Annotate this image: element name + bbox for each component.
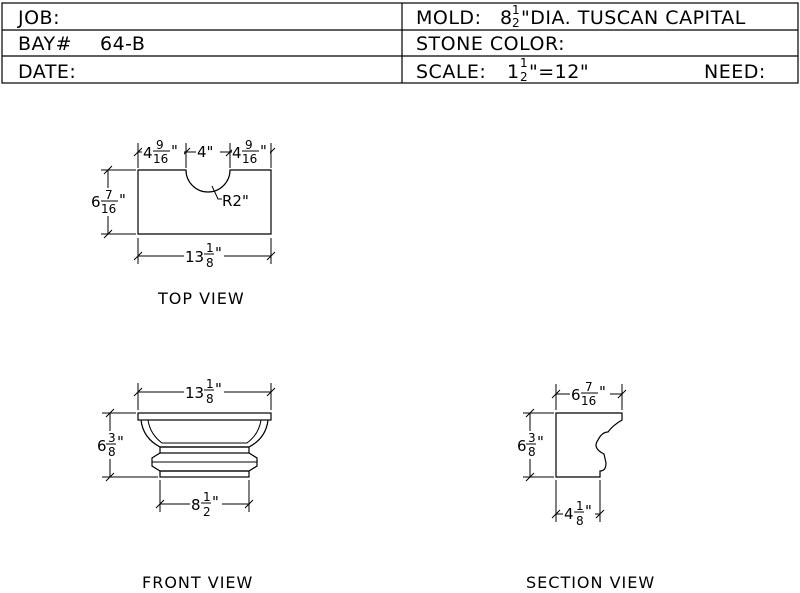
scale-frac-den: 2 [520,70,528,84]
section-bottom-num: 1 [576,499,584,513]
top-dim-right-num: 9 [245,138,253,152]
dim-mask [190,490,222,518]
top-width-den: 8 [206,256,214,270]
front-height-num: 3 [108,431,116,445]
front-echinus-inner [147,419,262,444]
scale-whole: 1 [507,61,520,83]
top-width-whole: 13 [185,248,204,266]
top-view-outline [137,169,272,235]
dim-mask [516,431,546,459]
front-width-den: 8 [206,392,214,406]
top-height-den: 16 [101,202,116,216]
scale-frac-num: 1 [520,56,528,70]
top-height-ticks [103,165,113,239]
front-width-ticks [133,387,276,397]
front-abacus [137,412,272,421]
section-top-whole: 6 [571,386,581,404]
top-dim-ticks [133,147,276,157]
front-height-whole: 6 [97,437,107,455]
front-width-whole: 13 [185,384,204,402]
section-height-num: 3 [528,431,536,445]
top-view: 4 9 16 " 4" 4 9 16 " 6 7 16 " R2" 13 1 [90,138,276,308]
dim-mask [570,380,610,408]
top-radius: R2" [222,192,249,210]
section-top-num: 7 [585,380,593,394]
section-height-inch: " [537,433,544,451]
section-top-den: 16 [581,394,596,408]
bay-value: 64-B [100,33,145,55]
front-view: 13 1 8 " 6 3 8 " 8 1 2 " FRONT VIEW [96,377,276,592]
section-bottom-inch: " [585,502,592,520]
mold-frac-den: 2 [512,16,520,30]
top-height-whole: 6 [91,193,101,211]
section-bottom-ticks [551,509,605,519]
dim-mask [196,140,220,160]
front-height-inch: " [117,433,124,451]
mold-frac-num: 1 [512,3,520,17]
front-height-ticks [105,408,115,482]
top-width-num: 1 [206,241,214,255]
front-width-num: 1 [206,377,214,391]
title-block: JOB: BAY# 64-B DATE: MOLD: 8 1 2 "DIA. T… [1,2,799,84]
dim-mask [184,378,224,406]
scale-rest: "=12" [529,61,589,83]
top-dim-left-num: 9 [156,138,164,152]
front-view-label: FRONT VIEW [142,573,253,592]
top-dim-left-inch: " [171,142,178,160]
radius-leader [211,185,222,200]
front-fillet [159,446,250,454]
dim-mask [563,500,595,528]
date-label: DATE: [18,61,76,83]
section-height-den: 8 [528,445,536,459]
section-height-ticks [525,408,535,482]
bay-label: BAY# [18,33,72,55]
section-top-inch: " [599,383,606,401]
front-base-num: 1 [203,490,211,504]
mold-label: MOLD: [416,7,481,29]
front-height-den: 8 [108,445,116,459]
front-base-ticks [155,499,254,509]
section-bottom-whole: 4 [564,505,574,523]
stone-color-label: STONE COLOR: [416,33,565,55]
title-block-border [1,2,799,84]
front-base-den: 2 [203,505,211,519]
job-label: JOB: [17,7,60,29]
top-dim-left-whole: 4 [143,144,153,162]
top-width-inch: " [215,244,222,262]
dim-mask [96,431,126,459]
top-width-ticks [133,251,276,261]
section-view: 6 7 16 " 6 3 8 " 4 1 8 " SECTION VIEW [516,380,655,592]
front-neck [159,470,250,478]
front-base-inch: " [212,493,219,511]
section-top-ticks [551,389,627,399]
section-height-whole: 6 [517,437,527,455]
top-height-num: 7 [105,188,113,202]
front-base-whole: 8 [191,496,201,514]
section-bottom-den: 8 [576,514,584,528]
top-dim-mid: 4" [197,143,213,161]
section-profile [555,412,623,478]
need-label: NEED: [704,61,766,83]
top-dim-right-whole: 4 [232,144,242,162]
top-dim-right-inch: " [260,142,267,160]
top-dim-right-den: 16 [242,152,257,166]
top-view-label: TOP VIEW [157,289,245,308]
dim-mask [184,242,224,270]
top-height-inch: " [119,191,126,209]
dim-mask [90,188,130,216]
section-view-label: SECTION VIEW [526,573,655,592]
mold-description: "DIA. TUSCAN CAPITAL [521,7,746,29]
top-dim-left-den: 16 [153,152,168,166]
front-width-inch: " [215,380,222,398]
scale-label: SCALE: [416,61,486,83]
mold-whole: 8 [500,7,513,29]
